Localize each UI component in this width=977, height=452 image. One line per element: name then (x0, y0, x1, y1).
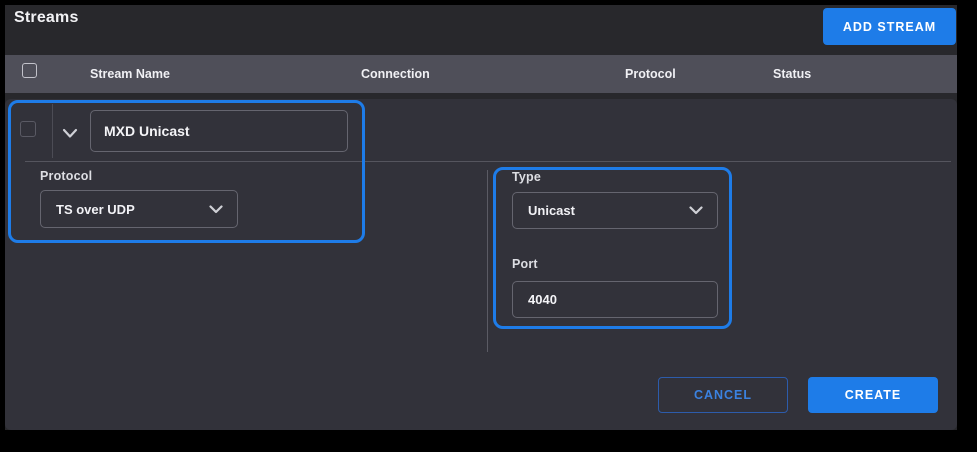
protocol-field-label: Protocol (40, 169, 93, 183)
stream-name-input[interactable] (90, 110, 348, 152)
column-divider (487, 170, 488, 352)
chevron-down-icon (689, 203, 703, 218)
column-header-protocol: Protocol (625, 67, 676, 81)
add-stream-button[interactable]: ADD STREAM (823, 8, 956, 45)
type-select-value: Unicast (528, 203, 575, 218)
port-input[interactable] (512, 281, 718, 318)
column-header-status: Status (773, 67, 812, 81)
row-section-divider (25, 161, 951, 162)
stream-row-checkbox[interactable] (20, 121, 36, 137)
table-header-row: Stream Name Connection Protocol Status (5, 55, 957, 93)
create-button[interactable]: CREATE (808, 377, 938, 413)
column-header-stream-name: Stream Name (90, 67, 170, 81)
cancel-button[interactable]: CANCEL (658, 377, 788, 413)
type-field-label: Type (512, 170, 542, 184)
select-all-checkbox[interactable] (22, 63, 37, 78)
protocol-select[interactable]: TS over UDP (40, 190, 238, 228)
page-title: Streams (14, 9, 79, 26)
port-field-label: Port (512, 257, 538, 271)
row-header-divider (52, 104, 53, 158)
protocol-select-value: TS over UDP (56, 201, 135, 217)
type-select[interactable]: Unicast (512, 192, 718, 229)
chevron-down-icon (209, 202, 223, 217)
chevron-down-icon[interactable] (62, 126, 78, 138)
column-header-connection: Connection (361, 67, 430, 81)
stream-form-card (5, 99, 957, 430)
